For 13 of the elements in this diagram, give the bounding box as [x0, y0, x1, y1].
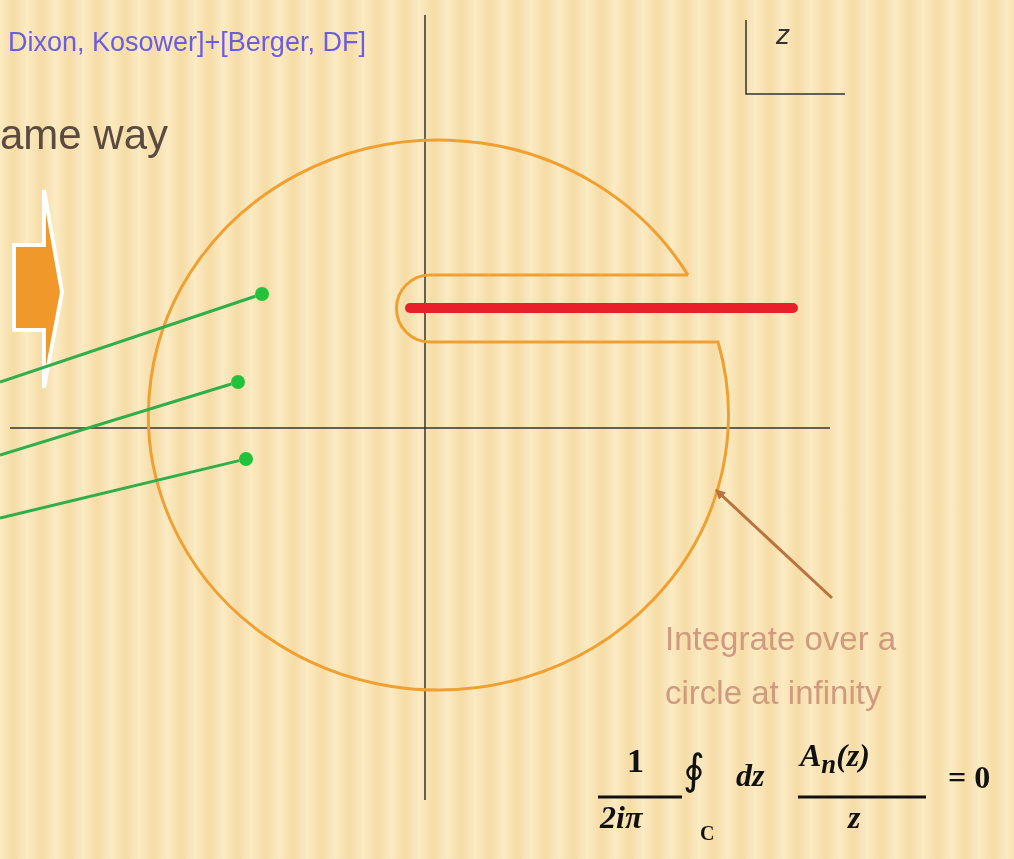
formula-term: dz: [736, 758, 765, 794]
formula-term: C: [700, 822, 715, 844]
heading-text: ame way: [0, 112, 169, 159]
formula-term: 2iπ: [600, 800, 643, 836]
annotation-text: Integrate over a circle at infinity: [665, 612, 965, 720]
formula-term: 1: [627, 742, 644, 780]
citation-text: Dixon, Kosower]+[Berger, DF]: [8, 28, 366, 58]
formula-term: z: [848, 800, 861, 836]
leader-arrow: [714, 488, 834, 600]
formula-term: = 0: [948, 760, 991, 796]
integral-sign: ∮: [683, 747, 705, 794]
formula-term: A$_{n}$(z): [800, 738, 870, 780]
variable-label: z: [776, 20, 790, 51]
